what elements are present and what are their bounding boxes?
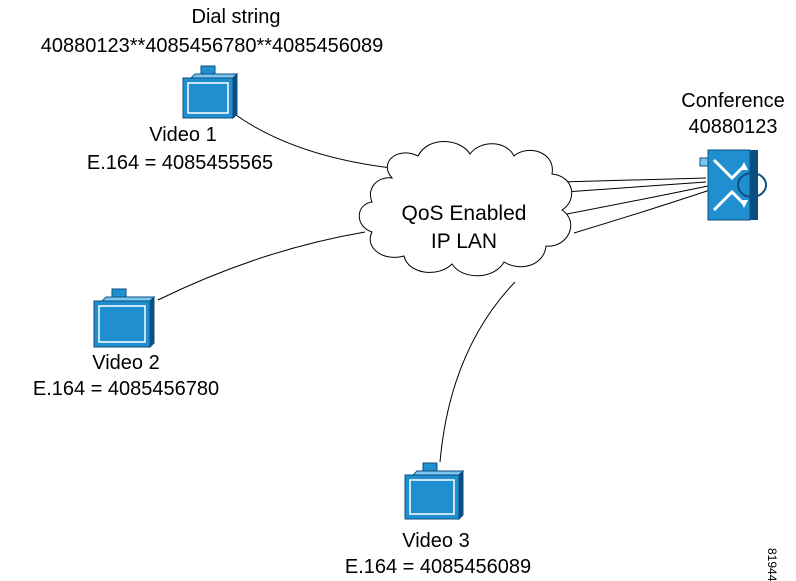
- figure-id: 81944: [765, 548, 779, 581]
- link-conference-cloud-3: [561, 185, 709, 216]
- video1-e164: E.164 = 4085455565: [86, 152, 274, 174]
- conference-mcu-icon: [699, 149, 767, 221]
- dial-string-value: 40880123**4085456780**4085456089: [40, 35, 384, 57]
- video3-terminal-icon: [404, 462, 465, 521]
- video2-terminal-icon: [93, 288, 156, 349]
- ip-lan-cloud: [358, 141, 573, 277]
- link-video2-cloud: [157, 231, 366, 301]
- link-conference-cloud-2: [564, 181, 707, 193]
- conference-name: Conference: [681, 90, 785, 112]
- link-conference-cloud-4: [573, 189, 711, 234]
- cloud-label-line2: IP LAN: [430, 230, 498, 253]
- dial-string-title: Dial string: [191, 6, 281, 28]
- connection-lines: [157, 114, 711, 463]
- link-video3-cloud: [439, 281, 516, 463]
- conference-number: 40880123: [688, 116, 778, 138]
- video3-name: Video 3: [402, 530, 470, 552]
- link-conference-cloud-1: [559, 177, 707, 183]
- video2-e164: E.164 = 4085456780: [32, 378, 220, 400]
- video3-e164: E.164 = 4085456089: [344, 556, 532, 578]
- video1-terminal-icon: [182, 65, 239, 120]
- link-video1-cloud: [235, 114, 411, 171]
- cloud-label-line1: QoS Enabled: [401, 202, 527, 225]
- video1-name: Video 1: [149, 124, 217, 146]
- video2-name: Video 2: [92, 352, 160, 374]
